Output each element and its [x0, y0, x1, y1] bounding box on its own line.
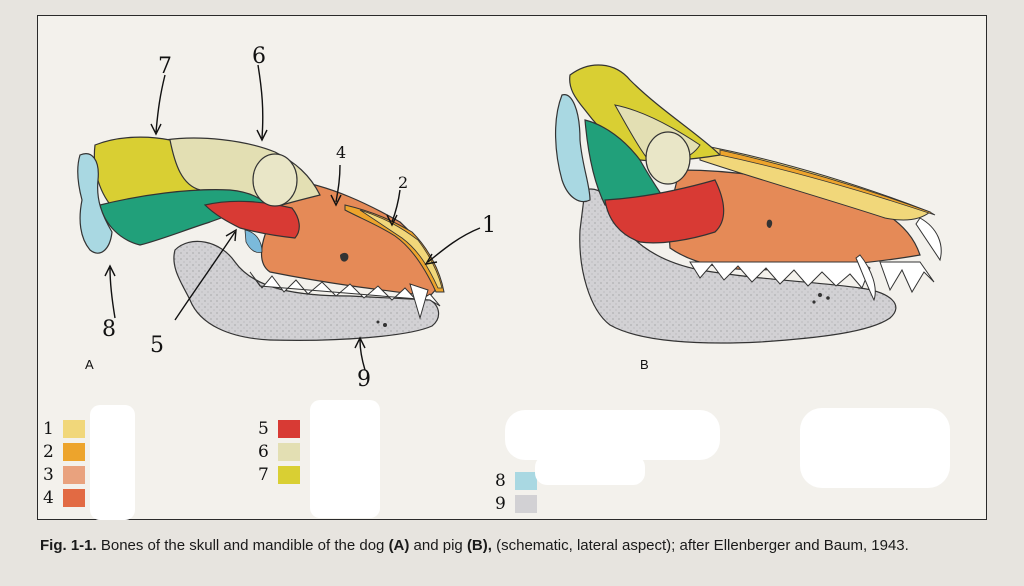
- legend-number-8: 8: [495, 471, 506, 491]
- legend-number-2: 2: [43, 442, 54, 462]
- callout-7: 7: [158, 54, 172, 79]
- legend-swatch-3: [63, 466, 85, 484]
- pig-zygomatic-bone: [604, 179, 725, 244]
- legend-number-9: 9: [495, 494, 506, 514]
- callout-9: 9: [357, 367, 371, 392]
- redacted-labels: [90, 400, 950, 520]
- pig-skull: [555, 64, 942, 344]
- pig-teeth: [689, 261, 871, 289]
- legend-swatch-7: [278, 466, 300, 484]
- legend-swatch-9: [515, 495, 537, 513]
- legend-number-7: 7: [258, 465, 269, 485]
- legend-swatch-5: [278, 420, 300, 438]
- dog-occipital-region: [77, 153, 113, 254]
- callout-5: 5: [150, 333, 164, 358]
- dog-teeth: [249, 271, 441, 307]
- legend-swatch-6: [278, 443, 300, 461]
- legend-number-5: 5: [258, 419, 269, 439]
- pig-orbit: [645, 131, 691, 185]
- legend-number-6: 6: [258, 442, 269, 462]
- panel-label-a: A: [85, 357, 94, 372]
- pig-occipital-region: [555, 94, 591, 203]
- color-legend: 1 2 3 4 5 6 7 8 9: [43, 419, 537, 514]
- callout-1: 1: [482, 213, 496, 238]
- panel-label-b: B: [640, 357, 649, 372]
- dog-skull: [77, 136, 445, 341]
- callout-8: 8: [102, 317, 116, 342]
- legend-swatch-8: [515, 472, 537, 490]
- legend-swatch-2: [63, 443, 85, 461]
- legend-number-4: 4: [43, 488, 54, 508]
- legend-swatch-4: [63, 489, 85, 507]
- figure-caption: Fig. 1-1. Bones of the skull and mandibl…: [40, 537, 909, 554]
- callout-4: 4: [336, 143, 346, 162]
- legend-swatch-1: [63, 420, 85, 438]
- legend-number-3: 3: [43, 465, 54, 485]
- caption-label: Fig. 1-1.: [40, 537, 97, 554]
- callout-6: 6: [252, 44, 266, 69]
- callout-2: 2: [398, 173, 408, 192]
- dog-zygomatic-bone: [203, 200, 300, 239]
- dog-callouts: [104, 64, 481, 371]
- dog-orbit: [252, 153, 298, 207]
- legend-number-1: 1: [43, 419, 54, 439]
- dog-callout-numbers: 7 6 4 2 1 5 8 9: [102, 44, 496, 392]
